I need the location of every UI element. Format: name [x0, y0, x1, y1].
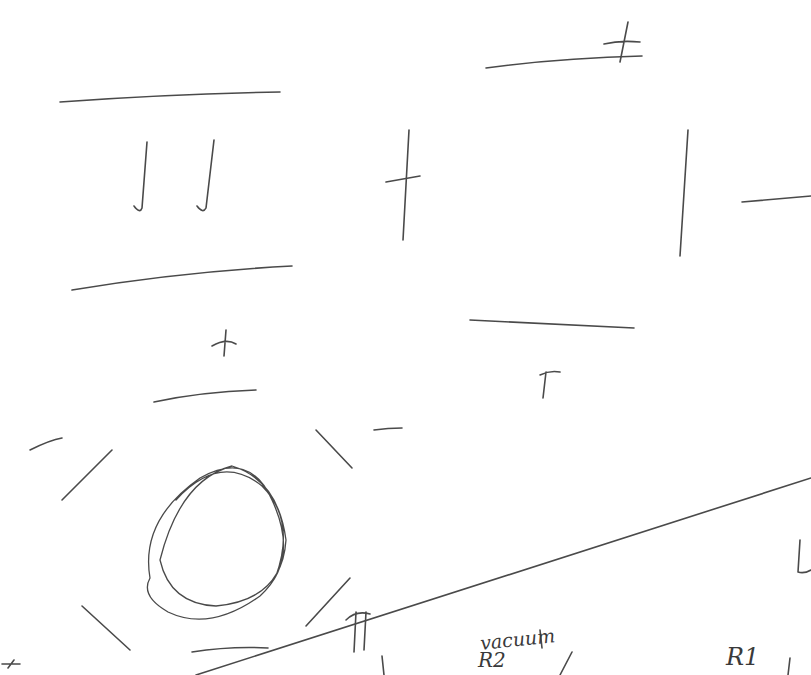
ring-scribble: [147, 466, 286, 619]
field-arrow: [134, 142, 147, 211]
dash-line: [62, 450, 112, 500]
minus-sign: [540, 371, 560, 398]
plus-sign: [2, 660, 20, 668]
dash-line: [30, 438, 62, 450]
plate-line: [486, 56, 642, 68]
plus-sign: [403, 130, 409, 240]
radius-label: R1: [726, 645, 759, 669]
plus-sign: [386, 176, 420, 182]
tick-mark: [788, 658, 790, 675]
dash-line: [306, 578, 350, 626]
plus-sign: [212, 330, 236, 356]
radius-label: R2: [478, 650, 506, 670]
plate-line: [60, 92, 280, 102]
pi-mark: [346, 612, 370, 652]
plate-line: [680, 130, 688, 256]
dash-line: [154, 390, 256, 402]
plus-sign: [604, 22, 640, 62]
dash-line: [316, 430, 352, 468]
field-arrow: [197, 140, 214, 211]
plate-line: [470, 320, 634, 328]
minus-sign: [742, 196, 811, 202]
letter-mark: [798, 540, 811, 573]
tick-mark: [382, 656, 384, 675]
boundary-line: [196, 478, 811, 675]
plate-line: [72, 266, 292, 290]
dash-line: [192, 648, 268, 653]
dash-line: [374, 428, 402, 430]
region-label: vacuum: [479, 626, 556, 653]
dash-line: [82, 606, 130, 650]
tick-mark: [560, 652, 572, 675]
